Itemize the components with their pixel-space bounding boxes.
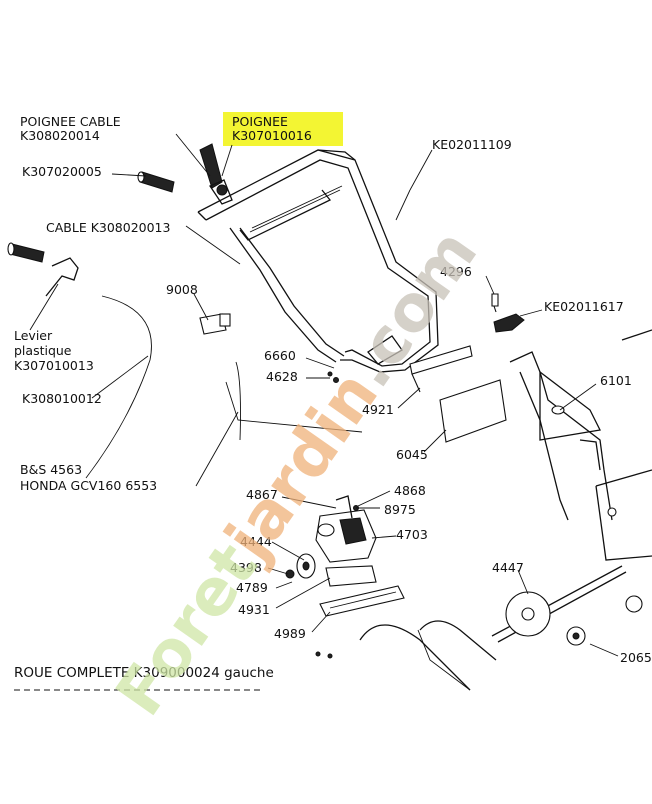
watermark-segment: .com [332, 217, 492, 401]
nut-4398-part [285, 569, 295, 579]
label-levier-2: plastique [14, 343, 72, 358]
label-poignee-cable-ref: K308020014 [20, 128, 100, 143]
label-cable: CABLE K308020013 [46, 220, 170, 235]
clipped-line-remnant [14, 682, 264, 691]
leader-lines [29, 133, 619, 657]
watermark-segment: Foret [102, 531, 272, 730]
guard-4989-part [319, 585, 405, 617]
bolt-4296-part [491, 293, 499, 313]
label-4789: 4789 [236, 580, 268, 595]
label-4628: 4628 [266, 369, 298, 384]
label-poignee-title: POIGNEE [232, 114, 288, 129]
watermark-text: Foretjardin.com [102, 217, 492, 729]
label-6660: 6660 [264, 348, 296, 363]
label-4921: 4921 [362, 402, 394, 417]
poignee-handle-part [199, 143, 233, 205]
gearbox-4703-part [315, 495, 377, 563]
label-4931: 4931 [238, 602, 270, 617]
label-roue-complete: ROUE COMPLETE K309000024 gauche [14, 665, 274, 681]
left-grip-part [7, 242, 79, 297]
plate-6045-part [439, 379, 507, 443]
handlebar-part [197, 149, 439, 373]
clip-9008-part [199, 313, 231, 335]
label-6045: 6045 [396, 447, 428, 462]
small-screws [315, 371, 339, 659]
label-levier-1: Levier [14, 328, 53, 343]
label-8975: 8975 [384, 502, 416, 517]
label-4296: 4296 [440, 264, 472, 279]
cables [85, 295, 363, 479]
axle-4447-part [491, 565, 643, 646]
label-2065: 2065 [620, 650, 652, 665]
label-9008: 9008 [166, 282, 198, 297]
part-labels: POIGNEE CABLE K308020014 POIGNEE K307010… [14, 114, 652, 681]
label-4447: 4447 [492, 560, 524, 575]
label-poignee-cable-title: POIGNEE CABLE [20, 114, 121, 129]
poignee-highlight [223, 112, 343, 146]
label-6101: 6101 [600, 373, 632, 388]
label-4444: 4444 [240, 534, 272, 549]
label-handlebar-ref: KE02011109 [432, 137, 512, 152]
label-4398: 4398 [230, 560, 262, 575]
right-edge-parts [595, 329, 652, 561]
label-4867: 4867 [246, 487, 278, 502]
label-4989: 4989 [274, 626, 306, 641]
label-honda: HONDA GCV160 6553 [20, 478, 157, 493]
label-levier-ref: K307010013 [14, 358, 94, 373]
bracket-part [493, 313, 525, 333]
frame-6101-part [509, 351, 613, 521]
label-4868: 4868 [394, 483, 426, 498]
label-4703: 4703 [396, 527, 428, 542]
watermark: Foretjardin.com [102, 217, 492, 729]
drive-belt [359, 620, 497, 691]
plate-4931-part [325, 565, 377, 587]
label-poignee-ref: K307010016 [232, 128, 312, 143]
label-bs: B&S 4563 [20, 462, 82, 477]
label-bracket-ref: KE02011617 [544, 299, 624, 314]
pulley-4444-part [296, 553, 316, 579]
label-cable-ref: K308010012 [22, 391, 102, 406]
grip-part [137, 171, 175, 193]
label-grip-ref: K307020005 [22, 164, 102, 179]
